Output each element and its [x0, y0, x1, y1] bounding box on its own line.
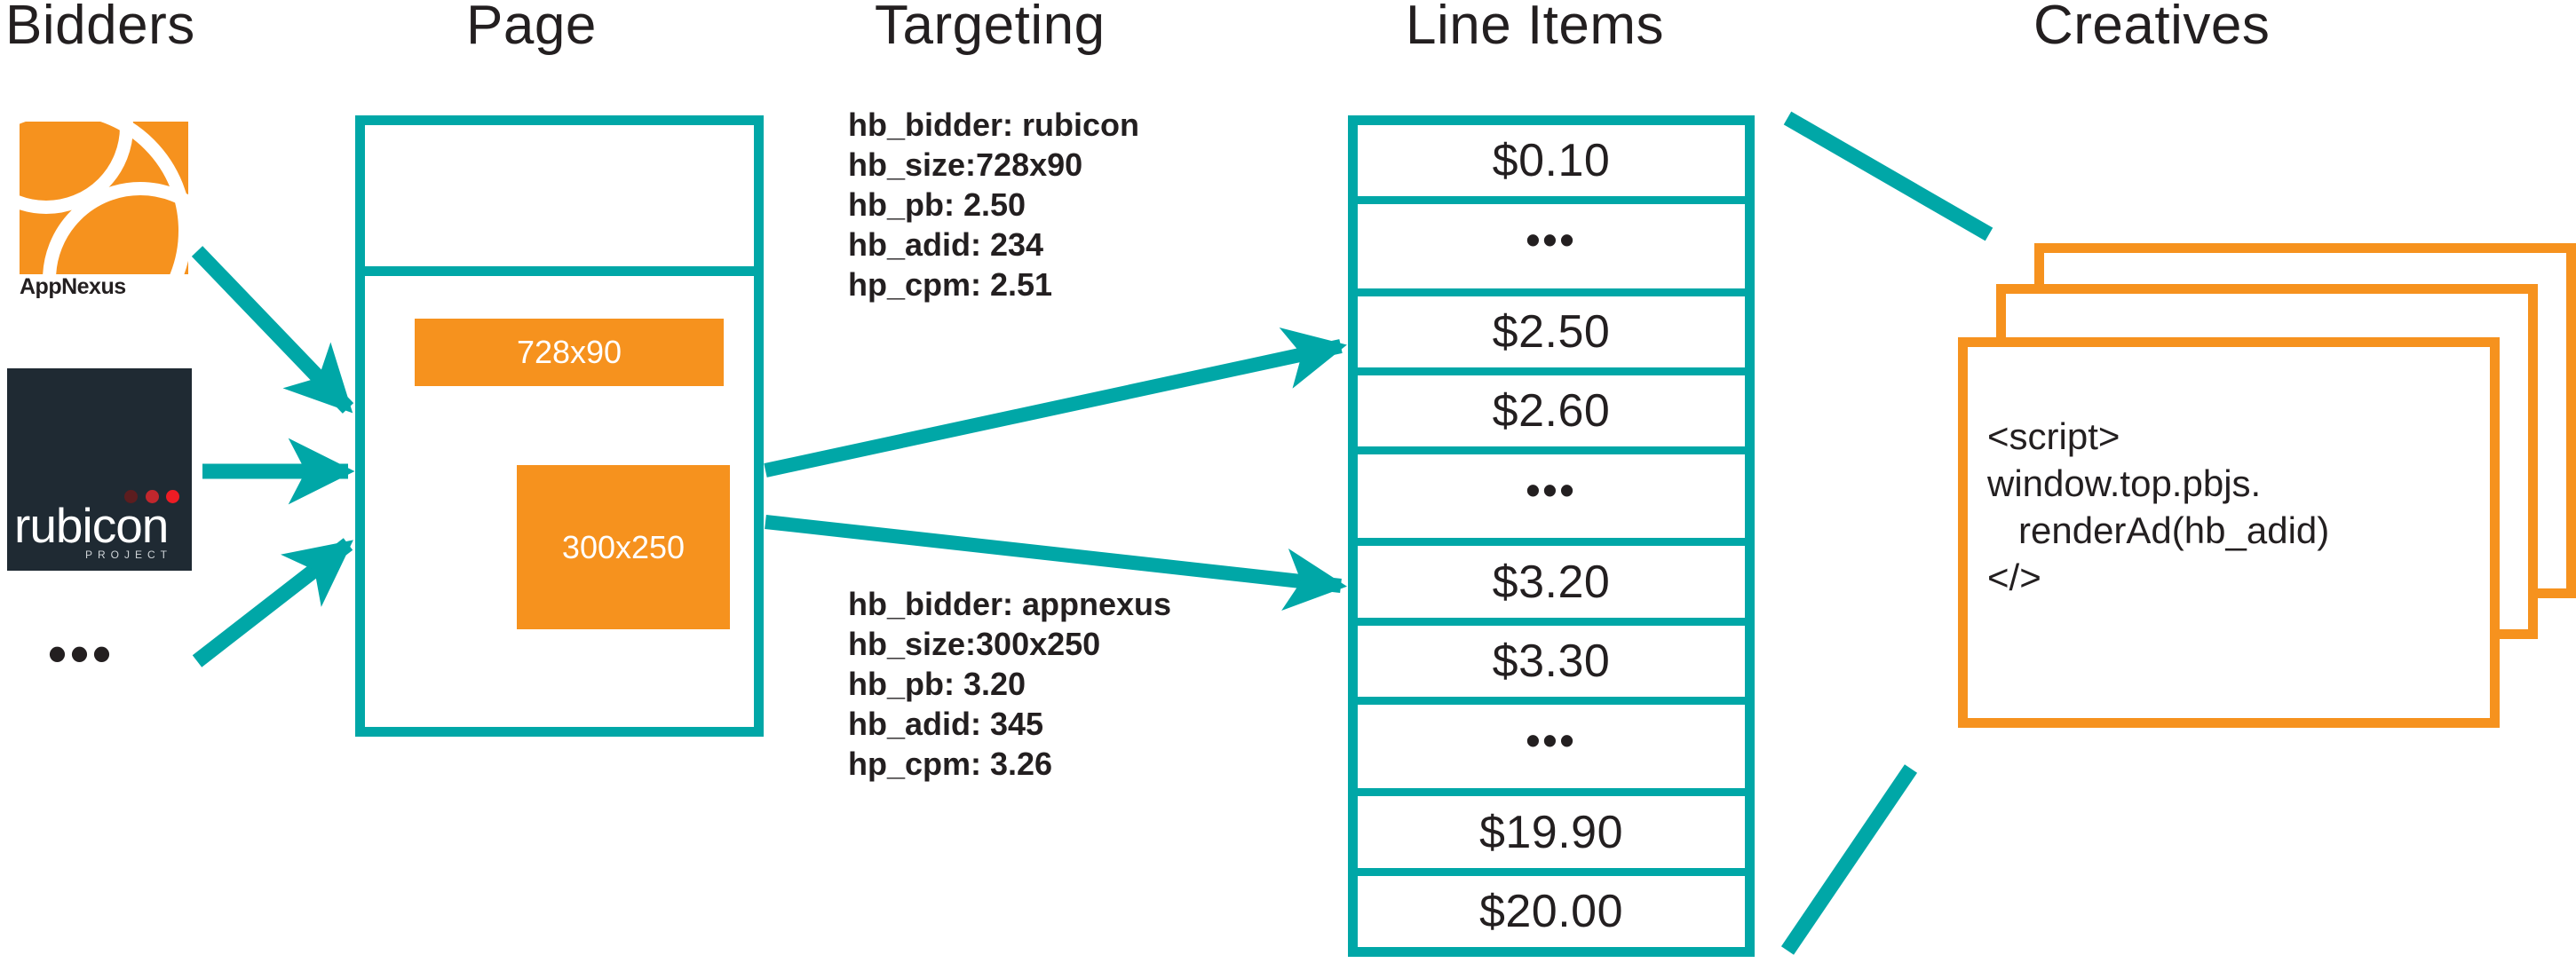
connector-line-items-to-creatives-top [1783, 111, 1993, 241]
column-heading-line-items: Line Items [1406, 0, 1665, 56]
line-item-row: ••• [1358, 454, 1745, 547]
column-heading-page: Page [466, 0, 597, 56]
line-item-row: ••• [1358, 705, 1745, 797]
line-item-row[interactable]: $19.90 [1358, 796, 1745, 876]
arrow-page-to-line-item-250 [764, 327, 1347, 478]
rubicon-wordmark: rubicon [14, 498, 169, 553]
line-items-container: $0.10 ••• $2.50 $2.60 ••• $3.20 $3.30 ••… [1348, 115, 1755, 957]
line-item-row[interactable]: $0.10 [1358, 125, 1745, 205]
targeting-line: hb_bidder: rubicon [848, 107, 1139, 143]
targeting-block-appnexus: hb_bidder: appnexus hb_size:300x250 hb_p… [848, 584, 1171, 784]
rubicon-dots-icon [121, 489, 179, 505]
targeting-line: hb_adid: 345 [848, 706, 1044, 742]
targeting-line: hp_cpm: 3.26 [848, 746, 1053, 782]
line-item-row[interactable]: $3.20 [1358, 546, 1745, 626]
line-item-row[interactable]: $20.00 [1478, 885, 1624, 937]
creative-card-front[interactable] [1958, 337, 2500, 728]
bidders-more-ellipsis: ••• [48, 624, 115, 683]
arrow-appnexus-to-page [191, 246, 354, 414]
column-heading-targeting: Targeting [875, 0, 1106, 56]
targeting-line: hb_bidder: appnexus [848, 586, 1172, 622]
targeting-line: hb_pb: 3.20 [848, 666, 1026, 702]
arrow-page-to-line-item-320 [765, 515, 1347, 611]
page-container: 728x90 300x250 [355, 115, 764, 737]
line-item-row[interactable]: $2.50 [1358, 296, 1745, 375]
rubicon-submark: PROJECT [85, 549, 173, 561]
creative-code-snippet: <script> window.top.pbjs. renderAd(hb_ad… [1987, 415, 2330, 598]
line-item-row: ••• [1358, 204, 1745, 296]
appnexus-mark-icon [20, 122, 188, 274]
targeting-line: hp_cpm: 2.51 [848, 266, 1053, 303]
line-item-row[interactable]: $3.30 [1358, 626, 1745, 706]
rubicon-project-logo: rubicon PROJECT [7, 368, 192, 571]
column-heading-creatives: Creatives [2033, 0, 2271, 56]
connector-line-items-to-creatives-bottom [1780, 764, 1918, 955]
targeting-line: hb_pb: 2.50 [848, 186, 1026, 223]
ad-slot-728x90[interactable]: 728x90 [415, 319, 724, 386]
appnexus-logo: AppNexus [20, 122, 188, 299]
targeting-line: hb_adid: 234 [848, 226, 1044, 263]
column-heading-bidders: Bidders [5, 0, 195, 56]
line-item-row[interactable]: $2.60 [1358, 375, 1745, 455]
page-header-divider [365, 266, 754, 276]
targeting-line: hb_size:300x250 [848, 626, 1101, 662]
targeting-line: hb_size:728x90 [848, 146, 1083, 183]
targeting-block-rubicon: hb_bidder: rubicon hb_size:728x90 hb_pb:… [848, 105, 1139, 304]
ad-slot-300x250[interactable]: 300x250 [517, 465, 730, 629]
appnexus-wordmark: AppNexus [20, 274, 126, 299]
arrow-more-bidders-to-page [192, 538, 353, 667]
